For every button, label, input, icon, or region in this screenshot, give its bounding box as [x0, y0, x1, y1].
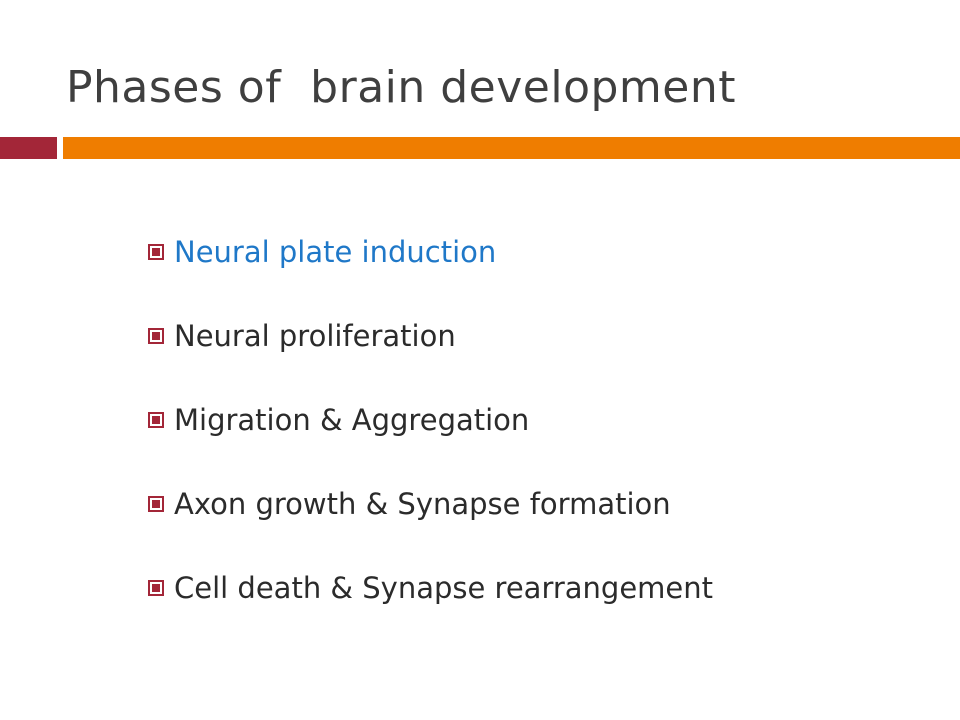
bullet-text: Neural proliferation: [174, 319, 456, 353]
bullet-item: Migration & Aggregation: [148, 378, 713, 462]
bullet-item: Neural proliferation: [148, 294, 713, 378]
title-accent-bar-right: [63, 137, 960, 159]
bullet-text: Migration & Aggregation: [174, 403, 530, 437]
bullet-item: Cell death & Synapse rearrangement: [148, 546, 713, 630]
square-bullet-icon: [148, 328, 164, 344]
title-accent-bar-left: [0, 137, 57, 159]
slide-title: Phases of brain development: [66, 62, 737, 113]
bullet-item: Neural plate induction: [148, 210, 713, 294]
square-bullet-icon: [148, 412, 164, 428]
bullet-text: Neural plate induction: [174, 235, 497, 269]
bullet-text: Cell death & Synapse rearrangement: [174, 571, 714, 605]
bullet-list: Neural plate induction Neural proliferat…: [148, 210, 713, 630]
square-bullet-icon: [148, 244, 164, 260]
square-bullet-icon: [148, 496, 164, 512]
bullet-text: Axon growth & Synapse formation: [174, 487, 671, 521]
square-bullet-icon: [148, 580, 164, 596]
bullet-item: Axon growth & Synapse formation: [148, 462, 713, 546]
